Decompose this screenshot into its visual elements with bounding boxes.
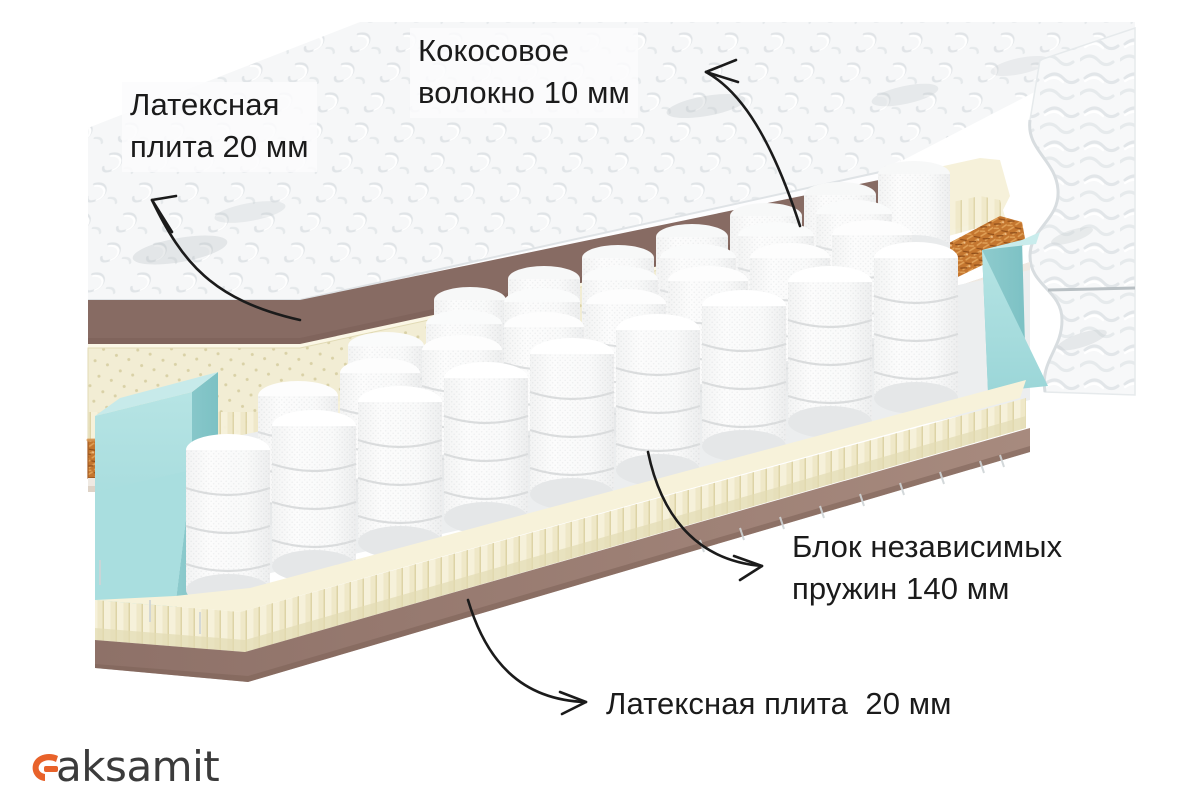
spring-row-front bbox=[185, 242, 959, 606]
aksamit-mark-icon bbox=[28, 747, 68, 787]
cover-top-surface bbox=[88, 22, 1135, 340]
brand-logo[interactable]: aksamit bbox=[28, 742, 220, 791]
cover-right-panel bbox=[1028, 26, 1136, 396]
arrow-coir bbox=[704, 58, 802, 228]
layer-latex-bottom bbox=[95, 380, 1030, 682]
callout-latex-top: Латексная плита 20 мм bbox=[122, 82, 317, 173]
brand-wordmark: aksamit bbox=[56, 742, 220, 791]
callout-latex-bottom: Латексная плита 20 мм bbox=[606, 686, 952, 721]
layer-fabric-band bbox=[88, 176, 898, 348]
arrow-latex-bottom bbox=[466, 598, 588, 716]
arrow-springs bbox=[646, 450, 764, 582]
spring-block bbox=[185, 161, 1030, 606]
arrow-latex-top bbox=[150, 194, 302, 322]
callout-coconut-fiber: Кокосовое волокно 10 мм bbox=[410, 28, 638, 119]
cover-print-ghost bbox=[132, 55, 1050, 265]
foam-side-block-right bbox=[982, 232, 1048, 392]
callout-spring-block: Блок независимых пружин 140 мм bbox=[792, 529, 1063, 607]
